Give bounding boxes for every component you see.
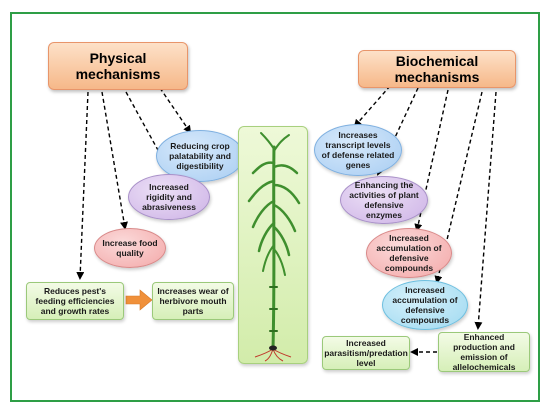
node-enhanced-allelochemicals: Enhanced production and emission of alle… [438, 332, 530, 372]
node-increased-rigidity: Increased rigidity and abrasiveness [128, 174, 210, 220]
biochemical-mechanisms-header: Biochemical mechanisms [358, 50, 516, 88]
node-reduces-feeding: Reduces pest's feeding efficiencies and … [26, 282, 124, 320]
plant-illustration-icon [247, 132, 301, 362]
node-increase-food-quality: Increase food quality [94, 228, 166, 268]
arrow-feeding-to-wear [125, 289, 153, 311]
arrow-physical-to-feeding [76, 91, 89, 280]
arrow-physical-to-food-quality [101, 91, 128, 230]
plant-panel [238, 126, 308, 364]
node-increased-accumulation-1: Increased accumulation of defensive comp… [366, 228, 452, 278]
node-increases-transcript: Increases transcript levels of defense r… [314, 124, 402, 176]
arrow-biochem-to-transcript [353, 85, 391, 128]
arrow-biochem-to-allelochemicals [474, 91, 497, 330]
physical-mechanisms-header: Physical mechanisms [48, 42, 188, 90]
node-increased-parasitism: Increased parasitism/predation level [322, 336, 410, 370]
node-enhancing-enzymes: Enhancing the activities of plant defens… [340, 176, 428, 224]
node-increased-accumulation-2: Increased accumulation of defensive comp… [382, 280, 468, 330]
arrow-physical-to-palatability [159, 87, 192, 134]
arrow-physical-to-rigidity [125, 91, 171, 174]
node-increases-wear: Increases wear of herbivore mouth parts [152, 282, 234, 320]
node-reducing-palatability: Reducing crop palatability and digestibi… [156, 130, 244, 182]
